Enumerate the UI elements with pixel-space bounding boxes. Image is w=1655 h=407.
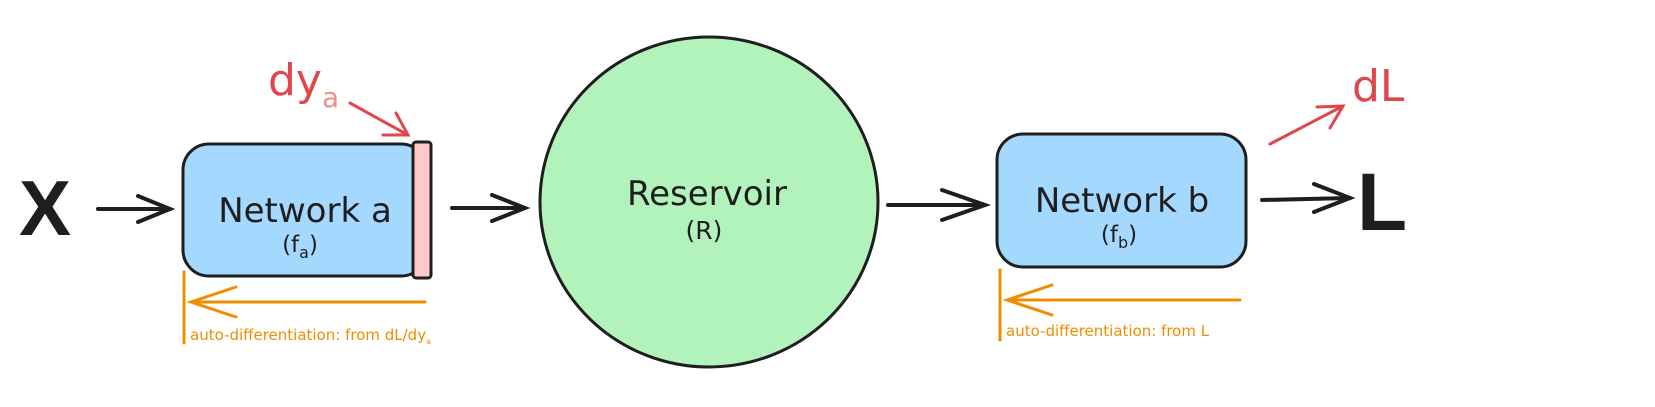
autodiff-b-caption: auto-differentiation: from L <box>1006 322 1210 340</box>
output-l-label: L <box>1357 157 1407 248</box>
gradient-dl-label: dL <box>1352 61 1405 112</box>
arrow-x-to-network-a <box>96 194 176 224</box>
network-a-title: Network a <box>218 191 392 231</box>
network-a-output-latch <box>411 140 433 280</box>
network-a-function: (fa) <box>282 232 318 262</box>
reservoir-title: Reservoir <box>627 174 787 214</box>
gradient-dya-label: dya <box>268 55 339 114</box>
arrow-network-b-to-output <box>1260 182 1356 214</box>
autodiff-a-arrow <box>182 270 427 345</box>
autodiff-b-arrow <box>998 268 1242 342</box>
arrow-reservoir-to-network-b <box>886 188 992 222</box>
network-b-function: (fb) <box>1101 222 1137 252</box>
network-b-title: Network b <box>1035 181 1209 221</box>
network-b-box <box>995 132 1248 269</box>
input-x-label: X <box>19 164 71 252</box>
reservoir-circle <box>538 35 880 369</box>
reservoir-symbol: (R) <box>686 216 723 245</box>
gradient-dya-arrow <box>348 101 411 137</box>
gradient-dl-arrow <box>1268 104 1346 146</box>
arrow-network-a-to-reservoir <box>450 193 531 223</box>
autodiff-a-caption: auto-differentiation: from dL/dya <box>190 326 431 346</box>
